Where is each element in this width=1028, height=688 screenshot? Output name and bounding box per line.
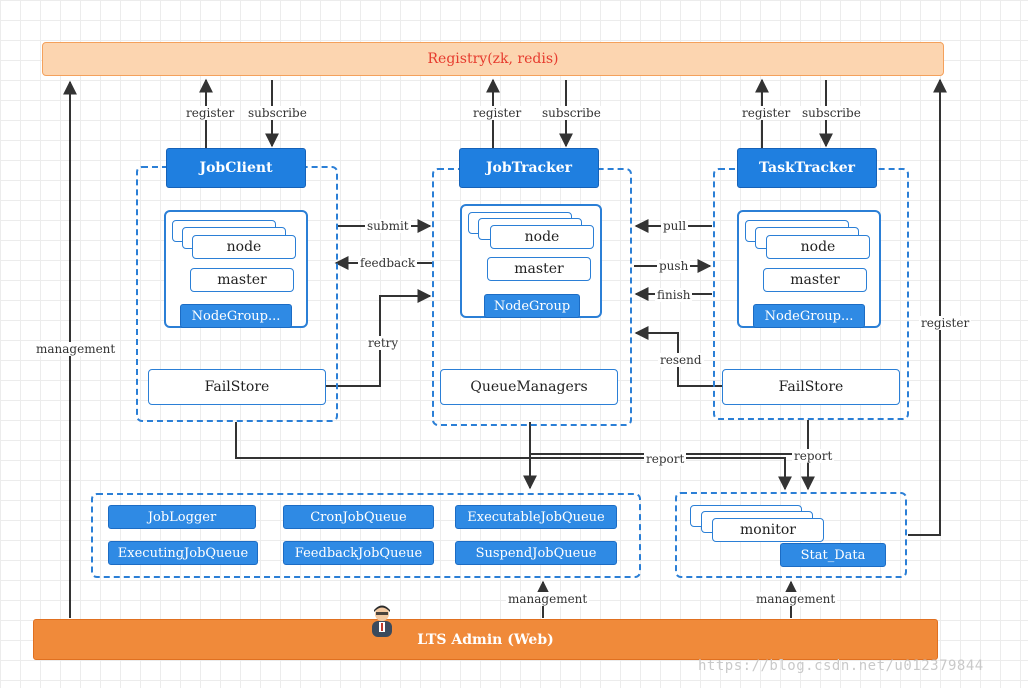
jobclient-master: master bbox=[190, 268, 294, 292]
tasktracker-title-label: TaskTracker bbox=[758, 160, 856, 176]
jobtracker-queuemanagers[interactable]: QueueManagers bbox=[440, 369, 618, 405]
executable-job-queue-label: ExecutableJobQueue bbox=[467, 509, 605, 525]
monitor-register-arrow bbox=[908, 78, 947, 536]
jobtracker-node-label: node bbox=[524, 229, 560, 245]
executable-job-queue[interactable]: ExecutableJobQueue bbox=[455, 505, 617, 529]
feedback-job-queue-label: FeedbackJobQueue bbox=[294, 545, 423, 561]
cron-job-queue-label: CronJobQueue bbox=[310, 509, 407, 525]
executing-job-queue-label: ExecutingJobQueue bbox=[117, 545, 249, 561]
jobtracker-nodegroup[interactable]: NodeGroup bbox=[484, 294, 580, 318]
jobtracker-title[interactable]: JobTracker bbox=[459, 148, 599, 188]
tasktracker-node-label: node bbox=[800, 239, 836, 255]
jobclient-report-line bbox=[235, 422, 792, 491]
tasktracker-title[interactable]: TaskTracker bbox=[737, 148, 877, 188]
stat-data-label: Stat_Data bbox=[800, 547, 866, 563]
jobtracker-nodegroup-label: NodeGroup bbox=[493, 298, 571, 314]
lts-admin-bar[interactable]: LTS Admin (Web) bbox=[33, 619, 938, 660]
jobtracker-subscribe-label: subscribe bbox=[540, 106, 603, 120]
tasktracker-failstore[interactable]: FailStore bbox=[722, 369, 900, 405]
watermark: https://blog.csdn.net/u012379844 bbox=[698, 658, 984, 674]
cron-job-queue[interactable]: CronJobQueue bbox=[283, 505, 434, 529]
registry-bar: Registry(zk, redis) bbox=[42, 42, 944, 76]
jobclient-node: node bbox=[192, 235, 296, 259]
suspend-job-queue[interactable]: SuspendJobQueue bbox=[455, 541, 617, 565]
monitor-register-label: register bbox=[919, 316, 972, 330]
stat-data[interactable]: Stat_Data bbox=[780, 543, 886, 567]
job-logger[interactable]: JobLogger bbox=[108, 505, 256, 529]
push-label: push bbox=[657, 259, 691, 273]
tasktracker-master-label: master bbox=[790, 272, 840, 288]
tasktracker-subscribe-label: subscribe bbox=[800, 106, 863, 120]
jobtracker-master: master bbox=[487, 257, 591, 281]
queues-group bbox=[91, 493, 641, 578]
resend-label: resend bbox=[658, 353, 704, 367]
jobclient-register-label: register bbox=[184, 106, 237, 120]
jobclient-title-label: JobClient bbox=[199, 160, 273, 176]
feedback-label: feedback bbox=[358, 256, 418, 270]
retry-label: retry bbox=[366, 336, 401, 350]
jobclient-subscribe-label: subscribe bbox=[246, 106, 309, 120]
monitor-box: monitor bbox=[712, 518, 824, 542]
admin-user-icon bbox=[372, 605, 392, 637]
management-label-queues: management bbox=[506, 592, 590, 606]
jobclient-node-label: node bbox=[226, 239, 262, 255]
tasktracker-master: master bbox=[763, 268, 867, 292]
report-label-right: report bbox=[792, 449, 835, 463]
jobtracker-queuemanagers-label: QueueManagers bbox=[470, 379, 588, 395]
job-logger-label: JobLogger bbox=[147, 509, 217, 525]
tasktracker-failstore-label: FailStore bbox=[778, 379, 844, 395]
jobclient-nodegroup-label: NodeGroup... bbox=[191, 308, 281, 324]
tasktracker-nodegroup[interactable]: NodeGroup... bbox=[753, 304, 865, 328]
finish-label: finish bbox=[655, 288, 693, 302]
report-label-middle: report bbox=[644, 452, 687, 466]
jobtracker-node: node bbox=[490, 225, 594, 249]
management-label-monitor: management bbox=[754, 592, 838, 606]
tasktracker-register-label: register bbox=[740, 106, 793, 120]
submit-label: submit bbox=[365, 219, 411, 233]
feedback-job-queue[interactable]: FeedbackJobQueue bbox=[283, 541, 434, 565]
monitor-group bbox=[675, 492, 907, 578]
executing-job-queue[interactable]: ExecutingJobQueue bbox=[108, 541, 258, 565]
jobclient-failstore[interactable]: FailStore bbox=[148, 369, 326, 405]
jobtracker-title-label: JobTracker bbox=[485, 160, 573, 176]
monitor-label: monitor bbox=[740, 522, 796, 538]
jobclient-title[interactable]: JobClient bbox=[166, 148, 306, 188]
jobclient-nodegroup[interactable]: NodeGroup... bbox=[180, 304, 292, 328]
pull-label: pull bbox=[661, 219, 689, 233]
tasktracker-nodegroup-label: NodeGroup... bbox=[764, 308, 854, 324]
jobclient-failstore-label: FailStore bbox=[204, 379, 270, 395]
management-label-left: management bbox=[34, 342, 118, 356]
registry-label: Registry(zk, redis) bbox=[427, 51, 559, 67]
tasktracker-node: node bbox=[766, 235, 870, 259]
lts-admin-label: LTS Admin (Web) bbox=[417, 631, 554, 648]
jobtracker-master-label: master bbox=[514, 261, 564, 277]
suspend-job-queue-label: SuspendJobQueue bbox=[475, 545, 597, 561]
jobclient-master-label: master bbox=[217, 272, 267, 288]
jobtracker-register-label: register bbox=[471, 106, 524, 120]
